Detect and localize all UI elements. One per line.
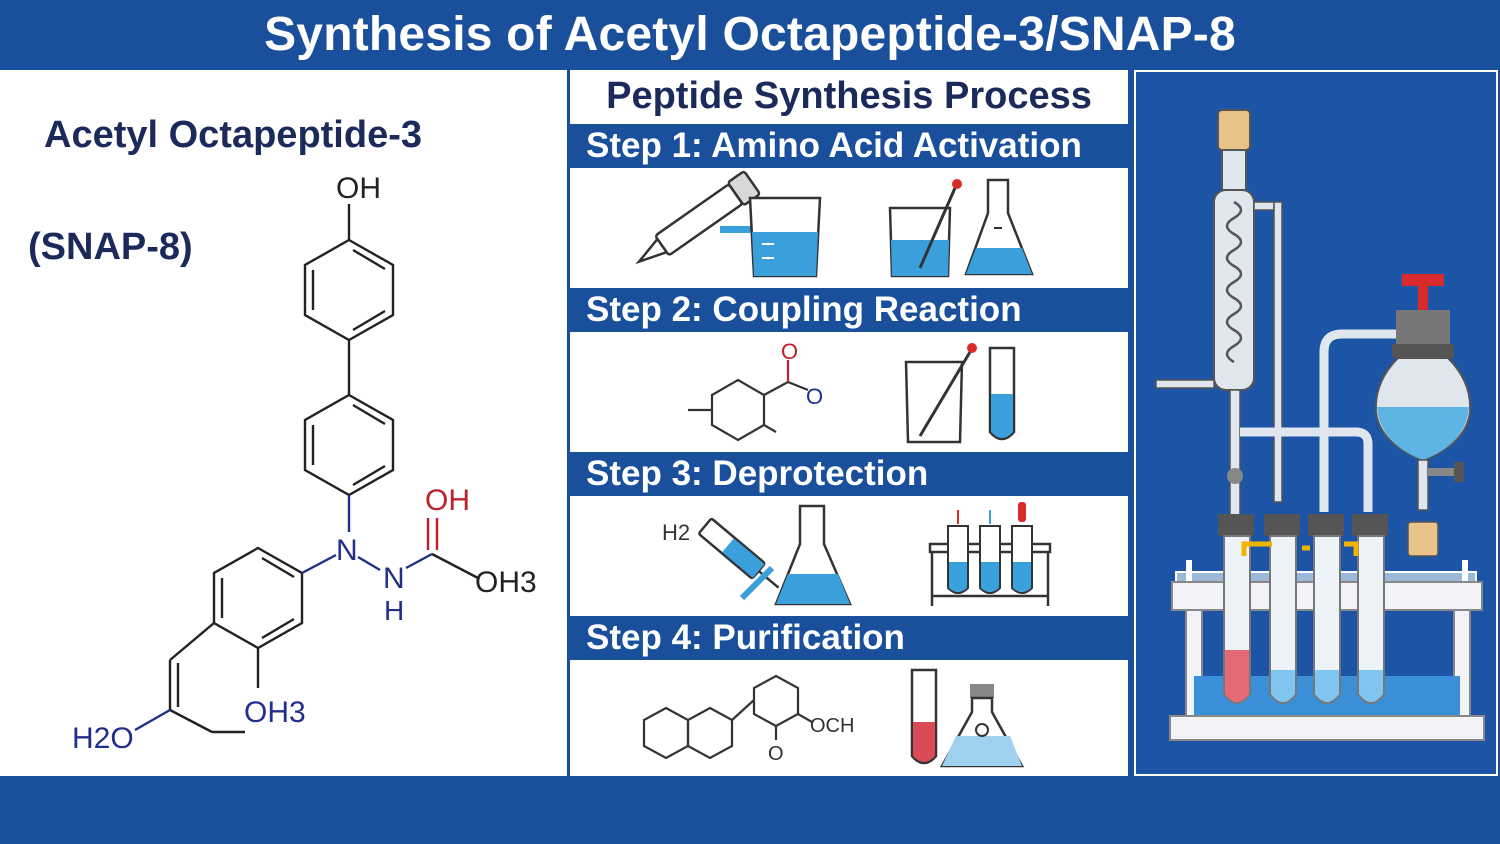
step-3-header: Step 3: Deprotection xyxy=(570,452,1128,496)
molecule-panel: Acetyl Octapeptide-3 (SNAP-8) xyxy=(0,70,567,776)
title-bar: Synthesis of Acetyl Octapeptide-3/SNAP-8 xyxy=(0,0,1500,68)
beaker-icon xyxy=(904,343,977,444)
condenser-icon xyxy=(1155,109,1283,521)
test-tube-icon xyxy=(1218,514,1254,704)
beaker-icon xyxy=(888,179,962,278)
compound-name: Acetyl Octapeptide-3 xyxy=(44,114,422,156)
flask-icon xyxy=(939,684,1025,768)
label-oh3: OH3 xyxy=(475,566,537,599)
test-tube-icon xyxy=(1352,514,1388,704)
compound-alias: (SNAP-8) xyxy=(28,226,193,268)
glass-tubing xyxy=(1240,329,1398,512)
label-o-top: O xyxy=(781,339,798,364)
connector-tubing xyxy=(1241,541,1359,556)
label-h: H xyxy=(384,595,404,626)
beaker-icon xyxy=(748,196,822,278)
syringe-icon xyxy=(698,517,780,601)
molecule-structure: OH N N H OH OH3 H2O OH3 xyxy=(72,172,537,755)
label-o-side: O xyxy=(806,384,823,409)
test-tube-icon xyxy=(910,668,938,765)
apparatus-panel xyxy=(1134,70,1498,776)
process-panel: Peptide Synthesis Process Step 1: Amino … xyxy=(570,70,1128,776)
step-1-illustration xyxy=(570,168,1128,286)
step-4-header: Step 4: Purification xyxy=(570,616,1128,660)
step-4-illustration: OCH O xyxy=(570,660,1128,776)
label-o: O xyxy=(768,743,784,765)
label-h2: H2 xyxy=(662,520,690,545)
synthesis-apparatus-illustration xyxy=(1155,109,1485,741)
step-2-header: Step 2: Coupling Reaction xyxy=(570,288,1128,332)
flask-icon xyxy=(964,178,1034,276)
label-oh-red: OH xyxy=(425,484,470,517)
test-tube-icon xyxy=(988,346,1016,441)
test-tube-icon xyxy=(1308,514,1344,704)
step-3-illustration: H2 xyxy=(570,496,1128,614)
label-n1: N xyxy=(336,534,358,567)
label-och: OCH xyxy=(810,715,854,737)
step-1-header: Step 1: Amino Acid Activation xyxy=(570,124,1128,168)
bottom-bar xyxy=(0,776,1500,844)
label-oh-top: OH xyxy=(336,172,381,205)
pipette-icon xyxy=(635,170,768,265)
benzoate-structure-icon xyxy=(688,360,809,442)
step-2-illustration: O O xyxy=(570,332,1128,450)
label-n2: N xyxy=(383,562,405,595)
label-oh3-low: OH3 xyxy=(244,696,306,729)
naphthyl-structure-icon xyxy=(642,674,813,760)
flask-icon xyxy=(774,504,852,606)
process-title: Peptide Synthesis Process xyxy=(570,70,1128,122)
separatory-funnel-icon xyxy=(1374,274,1472,557)
page-title: Synthesis of Acetyl Octapeptide-3/SNAP-8 xyxy=(264,7,1236,61)
label-h2o: H2O xyxy=(72,722,134,755)
test-tube-rack-icon xyxy=(928,502,1052,606)
test-tube-icon xyxy=(1264,514,1300,704)
